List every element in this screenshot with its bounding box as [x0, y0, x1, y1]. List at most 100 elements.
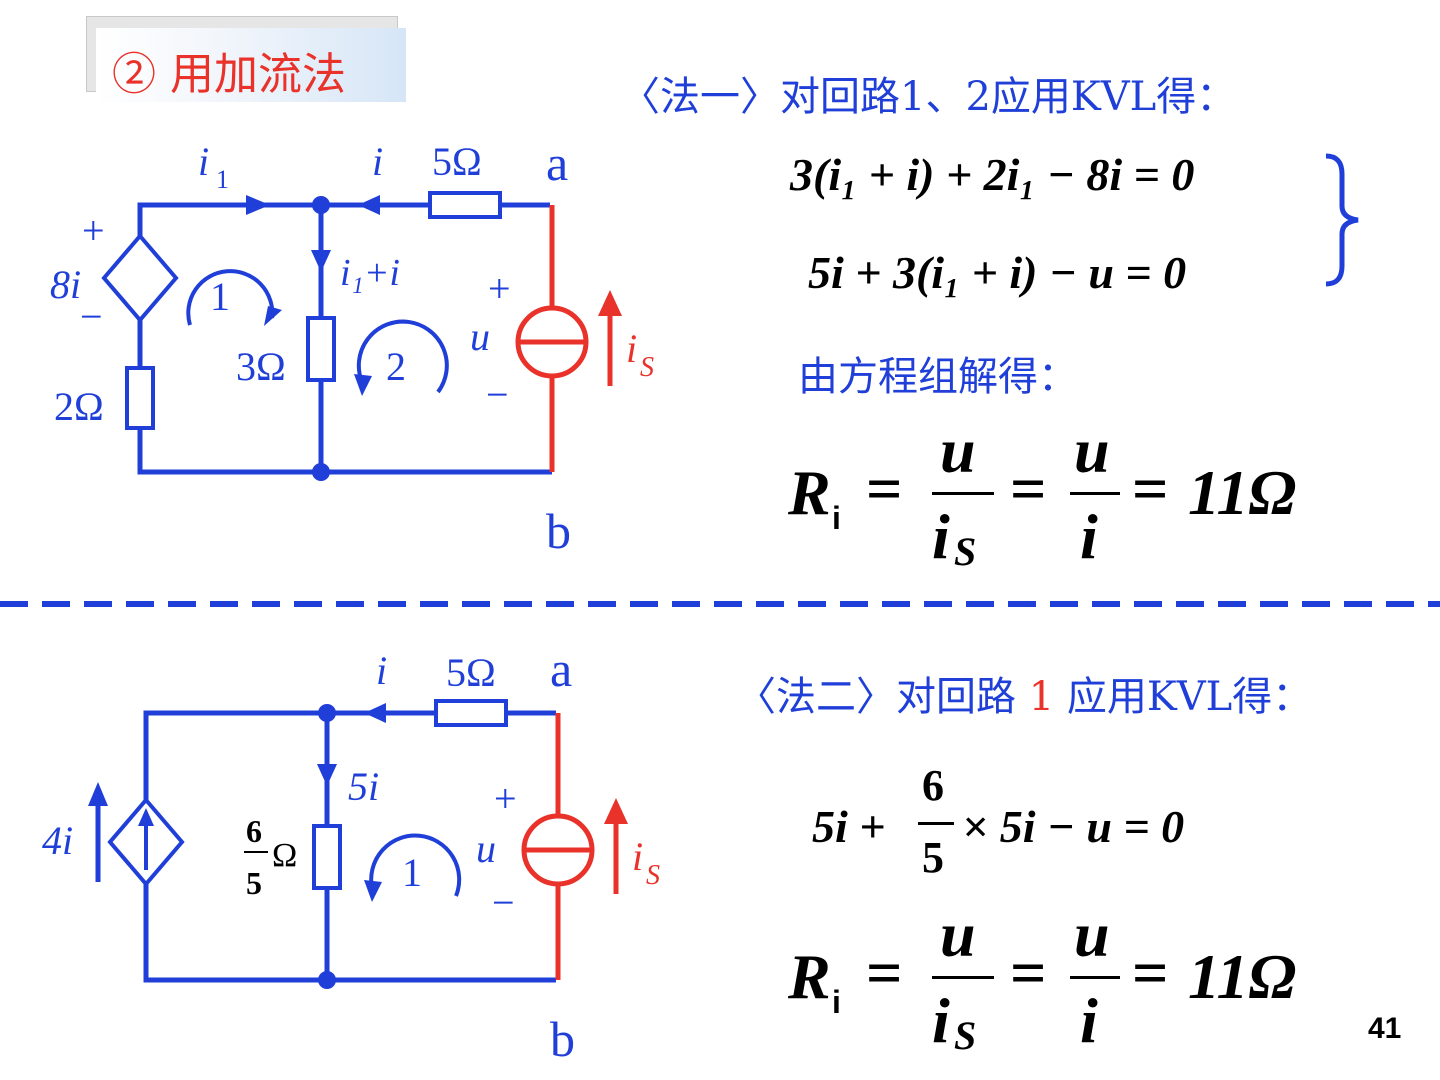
m2-eq-frac-line	[918, 822, 954, 825]
m2-frac2-line	[1070, 976, 1120, 979]
method1-eq2: 5i + 3(i₁ + i) − u = 0	[808, 247, 1187, 298]
circuit-1: i 1 i 5Ω a b i₁+i 3Ω 2Ω + 8i − 1 2 + u −…	[50, 135, 654, 559]
c1-node-top	[312, 196, 330, 214]
method2-heading-loop: 1	[1028, 674, 1055, 720]
c2-label-u-plus: +	[494, 776, 517, 821]
c1-label-plus: +	[82, 208, 105, 253]
m1-result-lhs: R	[788, 457, 831, 528]
c1-resistor-5ohm	[428, 191, 502, 219]
method1-solve-label: 由方程组解得：	[798, 354, 1078, 400]
m2-eq-post: × 5i − u = 0	[962, 801, 1185, 852]
m2-result-num2: u	[1074, 899, 1110, 970]
c2-label-r-top: 5Ω	[446, 650, 496, 695]
c2-label-u: u	[476, 826, 496, 871]
m2-result-lhs: R	[788, 941, 831, 1012]
c1-label-node-a: a	[546, 135, 568, 191]
c1-label-u: u	[470, 314, 490, 359]
m1-frac1-line	[932, 492, 994, 495]
c1-label-loop2: 2	[386, 344, 406, 389]
c2-label-r-mid-num: 6	[246, 813, 262, 849]
m1-result-num1: u	[940, 415, 976, 486]
m1-result-den1-sub: S	[954, 529, 977, 574]
c1-label-r-top: 5Ω	[432, 139, 482, 184]
c1-bottom-wire	[137, 428, 552, 475]
m2-frac1-line	[932, 976, 994, 979]
m2-result-lhs-sub: i	[832, 984, 841, 1020]
c2-loop1-arrowhead	[364, 880, 382, 902]
c1-dependent-source	[101, 232, 179, 324]
c1-loop1-arc	[186, 269, 275, 326]
title-box	[86, 16, 406, 102]
c2-resistor-6-5ohm	[312, 824, 342, 890]
m2-eq-pre: 5i +	[812, 801, 886, 852]
circuit-2: i 5Ω a b 5i 6 5 Ω 4i 1 + u − i S	[42, 641, 660, 1067]
c2-label-r-mid-unit: Ω	[272, 837, 297, 874]
method2-heading-post: 应用KVL得：	[1054, 674, 1313, 720]
c1-loop1-arrowhead	[264, 306, 282, 326]
c2-label-is: i	[632, 834, 643, 879]
c2-is-arrowhead	[604, 798, 628, 824]
c2-node-top	[318, 704, 336, 722]
c2-resistor-5ohm	[434, 699, 508, 727]
section-divider	[0, 601, 1440, 607]
slide-title: ② 用加流法	[112, 49, 346, 100]
c1-label-minus: −	[80, 294, 103, 339]
c2-label-loop1: 1	[402, 850, 422, 895]
c1-label-branch-current: i₁+i	[340, 252, 400, 294]
m2-result-den1: i	[932, 985, 950, 1056]
c1-top-wire	[137, 202, 550, 236]
page-number: 41	[1368, 1012, 1402, 1045]
method1-brace	[1325, 153, 1359, 287]
c1-label-is: i	[626, 326, 637, 371]
c2-top-wire	[143, 710, 556, 800]
c1-node-bottom	[312, 463, 330, 481]
m1-result-value: 11Ω	[1188, 457, 1297, 528]
c1-label-i1-sub: 1	[216, 165, 229, 194]
m1-result-den1: i	[932, 501, 950, 572]
c1-label-i1: i	[198, 139, 209, 184]
c1-resistor-2ohm	[125, 366, 155, 430]
m2-result-num1: u	[940, 899, 976, 970]
c2-bottom-wire	[143, 884, 556, 983]
c1-label-r-left: 2Ω	[54, 384, 104, 429]
c2-label-r-mid-den: 5	[246, 865, 262, 901]
c1-loop2-arc	[356, 319, 449, 394]
c1-label-node-b: b	[546, 503, 571, 559]
c2-label-is-sub: S	[646, 860, 660, 891]
c2-dep-arrowhead	[138, 808, 154, 826]
c2-loop1-arc	[369, 833, 462, 897]
c1-arrow-i	[358, 195, 380, 215]
c2-label-dep-source: 4i	[42, 818, 73, 863]
m1-result-den2: i	[1080, 501, 1098, 572]
method2-heading-pre: 〈法二〉对回路	[736, 674, 1029, 720]
c1-label-i: i	[372, 139, 383, 184]
c1-label-dep-source: 8i	[50, 262, 81, 307]
c2-arrow-i	[364, 703, 386, 723]
c1-label-loop1: 1	[210, 274, 230, 319]
c1-resistor-3ohm	[306, 316, 336, 382]
c2-label-branch-current: 5i	[348, 764, 379, 809]
m2-eq-frac-num: 6	[922, 761, 944, 810]
m1-frac2-line	[1070, 492, 1120, 495]
m2-result-den2: i	[1080, 985, 1098, 1056]
c1-arrow-i1	[246, 195, 270, 215]
m2-result-den1-sub: S	[954, 1013, 977, 1058]
c2-label-u-minus: −	[492, 880, 515, 925]
c2-node-bottom	[318, 971, 336, 989]
c2-arrow-branch	[317, 764, 337, 786]
c1-is-arrowhead	[598, 290, 622, 316]
m1-result-num2: u	[1074, 415, 1110, 486]
method1-eq1: 3(i₁ + i) + 2i₁ − 8i = 0	[790, 149, 1195, 200]
c1-label-u-minus: −	[486, 372, 509, 417]
method1-heading: 〈法一〉对回路1、2应用KVL得：	[620, 74, 1237, 120]
c1-label-u-plus: +	[488, 266, 511, 311]
c1-label-is-sub: S	[640, 352, 654, 383]
m1-result-lhs-sub: i	[832, 500, 841, 536]
m2-result-value: 11Ω	[1188, 941, 1297, 1012]
c1-loop2-arrowhead	[354, 374, 372, 396]
c2-label-i: i	[376, 648, 387, 693]
c1-arrow-branch	[311, 250, 331, 272]
m2-eq-frac-den: 5	[922, 833, 944, 882]
title-face	[96, 28, 406, 102]
c2-4i-arrowhead	[88, 782, 108, 806]
